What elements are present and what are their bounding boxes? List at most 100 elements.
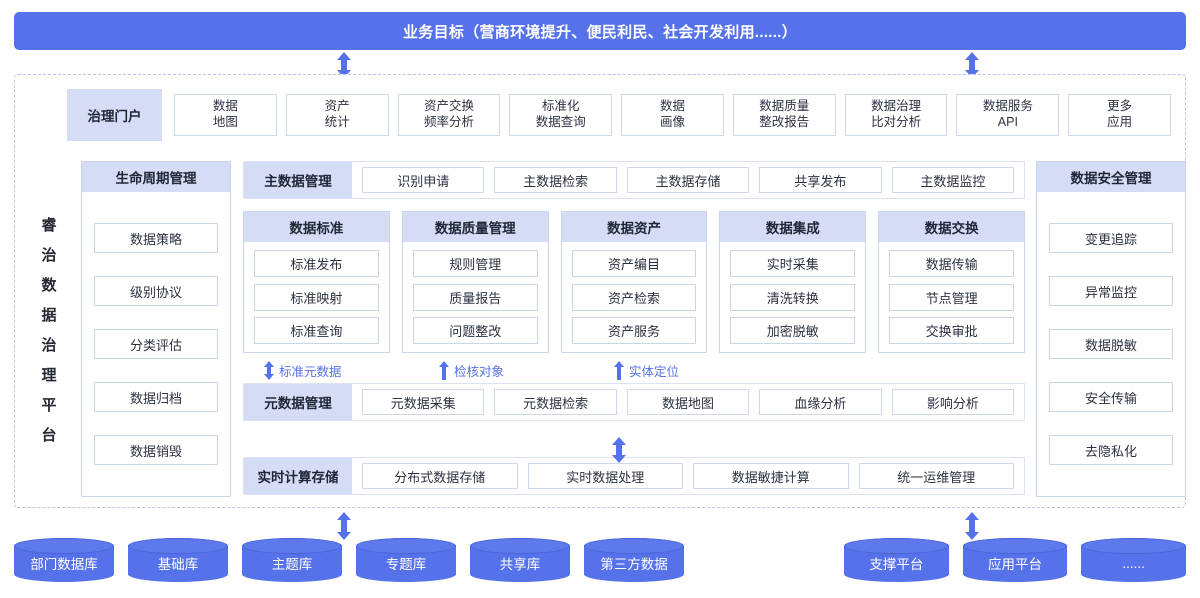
metadata-item[interactable]: 数据地图 [626, 389, 750, 415]
arrow-shaft [341, 520, 347, 532]
arrow-head-up-icon [965, 512, 979, 520]
master-data-item[interactable]: 主数据检索 [494, 167, 617, 193]
security-item[interactable]: 安全传输 [1049, 382, 1173, 412]
arrow-head-down-icon [965, 532, 979, 540]
domain-column-data-asset: 数据资产 资产编目 资产检索 资产服务 [560, 211, 708, 353]
domain-item[interactable]: 标准查询 [254, 316, 379, 344]
connector-arrow-metadata-compute [611, 437, 627, 463]
portal-app-item[interactable]: 数据服务 API [956, 94, 1060, 136]
master-data-item[interactable]: 主数据监控 [891, 167, 1015, 193]
metadata-relation-standard: 标准元数据 [263, 361, 342, 380]
master-data-item[interactable]: 共享发布 [759, 167, 882, 193]
domain-item[interactable]: 问题整改 [412, 316, 538, 344]
compute-item-list: 分布式数据存储 实时数据处理 数据敏捷计算 统一运维管理 [352, 458, 1024, 494]
domain-item[interactable]: 资产服务 [571, 316, 697, 344]
metadata-item[interactable]: 元数据采集 [362, 389, 485, 415]
master-data-item-list: 识别申请 主数据检索 主数据存储 共享发布 主数据监控 [352, 162, 1024, 198]
portal-app-item[interactable]: 资产 统计 [285, 94, 389, 136]
data-source-label: 第三方数据 [600, 557, 668, 572]
lifecycle-item[interactable]: 数据归档 [94, 382, 218, 412]
lifecycle-panel-title: 生命周期管理 [82, 162, 230, 192]
domain-item[interactable]: 规则管理 [412, 250, 538, 278]
security-item[interactable]: 变更追踪 [1049, 223, 1173, 253]
portal-app-item[interactable]: 更多 应用 [1068, 94, 1172, 136]
domain-item[interactable]: 标准发布 [254, 250, 379, 278]
domain-item[interactable]: 标准映射 [254, 283, 379, 311]
portal-label: 治理门户 [67, 89, 162, 141]
compute-item[interactable]: 分布式数据存储 [362, 463, 518, 489]
domain-item-list: 实时采集 清洗转换 加密脱敏 [720, 242, 865, 352]
domain-column-title: 数据交换 [879, 212, 1024, 242]
connector-arrow-bottom-left [336, 512, 352, 540]
metadata-management-row: 元数据管理 元数据采集 元数据检索 数据地图 血缘分析 影响分析 [243, 383, 1025, 421]
arrow-head-up-icon [612, 437, 626, 445]
database-cylinder-icon[interactable]: 部门数据库 [14, 538, 114, 582]
domain-column-group: 数据标准 标准发布 标准映射 标准查询 数据质量管理 规则管理 质量报告 问题整… [243, 211, 1025, 353]
domain-item[interactable]: 加密脱敏 [730, 316, 856, 344]
domain-item[interactable]: 资产编目 [571, 250, 697, 278]
portal-app-item[interactable]: 数据 画像 [621, 94, 724, 136]
metadata-item[interactable]: 血缘分析 [759, 389, 882, 415]
portal-app-item[interactable]: 标准化 数据查询 [509, 94, 613, 136]
domain-item[interactable]: 清洗转换 [730, 283, 856, 311]
compute-item[interactable]: 统一运维管理 [858, 463, 1014, 489]
lifecycle-item[interactable]: 数据销毁 [94, 435, 218, 465]
domain-column-title: 数据集成 [720, 212, 866, 242]
domain-column-data-standard: 数据标准 标准发布 标准映射 标准查询 [243, 211, 390, 353]
data-source-label: 支撑平台 [869, 557, 924, 572]
domain-item[interactable]: 节点管理 [889, 283, 1014, 311]
database-cylinder-icon[interactable]: 共享库 [470, 538, 570, 582]
portal-app-item[interactable]: 数据质量 整改报告 [732, 94, 836, 136]
arrow-up-down-icon [263, 361, 274, 380]
database-cylinder-icon[interactable]: 支撑平台 [844, 538, 949, 582]
database-cylinder-icon[interactable]: 专题库 [356, 538, 456, 582]
lifecycle-item[interactable]: 分类评估 [94, 329, 218, 359]
domain-item-list: 标准发布 标准映射 标准查询 [244, 242, 389, 352]
arrow-up-icon [613, 361, 624, 380]
data-security-management-panel: 数据安全管理 变更追踪 异常监控 数据脱敏 安全传输 去隐私化 [1036, 161, 1186, 497]
arrow-up-icon [438, 361, 449, 380]
lifecycle-item[interactable]: 级别协议 [94, 276, 218, 306]
compute-item[interactable]: 数据敏捷计算 [693, 463, 849, 489]
compute-label: 实时计算存储 [244, 458, 352, 494]
database-cylinder-icon[interactable]: 应用平台 [962, 538, 1068, 582]
lifecycle-item[interactable]: 数据策略 [94, 223, 218, 253]
data-source-label: 主题库 [271, 557, 313, 572]
domain-item[interactable]: 交换审批 [889, 316, 1014, 344]
master-data-item[interactable]: 主数据存储 [626, 167, 750, 193]
security-item[interactable]: 异常监控 [1049, 276, 1173, 306]
data-source-label: 应用平台 [988, 557, 1042, 572]
portal-app-item[interactable]: 数据 地图 [174, 94, 277, 136]
domain-column-data-quality: 数据质量管理 规则管理 质量报告 问题整改 [401, 211, 549, 353]
arrow-shaft [969, 520, 975, 532]
metadata-item[interactable]: 元数据检索 [494, 389, 617, 415]
lifecycle-item-list: 数据策略 级别协议 分类评估 数据归档 数据销毁 [82, 192, 230, 496]
domain-item[interactable]: 实时采集 [730, 250, 856, 278]
domain-column-data-exchange: 数据交换 数据传输 节点管理 交换审批 [878, 211, 1025, 353]
master-data-label: 主数据管理 [244, 162, 352, 198]
metadata-item[interactable]: 影响分析 [891, 389, 1015, 415]
security-item[interactable]: 数据脱敏 [1049, 329, 1173, 359]
database-cylinder-icon[interactable]: 主题库 [242, 538, 342, 582]
metadata-relation-entity: 实体定位 [613, 361, 679, 380]
data-source-label: 基础库 [157, 557, 199, 572]
domain-item[interactable]: 质量报告 [412, 283, 538, 311]
governance-platform-container: 治理门户 数据 地图 资产 统计 资产交换 频率分析 标准化 数据查询 数据 画… [14, 74, 1186, 508]
arrow-head-down-icon [612, 455, 626, 463]
domain-item[interactable]: 资产检索 [571, 283, 697, 311]
database-cylinder-icon[interactable]: ...... [1081, 538, 1187, 582]
portal-app-item[interactable]: 数据治理 比对分析 [844, 94, 948, 136]
database-cylinder-icon[interactable]: 第三方数据 [584, 538, 684, 582]
compute-item[interactable]: 实时数据处理 [527, 463, 683, 489]
master-data-item[interactable]: 识别申请 [362, 167, 485, 193]
metadata-relation-label: 检核对象 [454, 365, 505, 379]
database-cylinder-icon[interactable]: 基础库 [128, 538, 228, 582]
security-item[interactable]: 去隐私化 [1049, 435, 1173, 465]
domain-column-title: 数据标准 [244, 212, 389, 242]
arrow-shaft [616, 445, 622, 455]
domain-item[interactable]: 数据传输 [889, 250, 1014, 278]
portal-app-item[interactable]: 资产交换 频率分析 [397, 94, 501, 136]
domain-item-list: 规则管理 质量报告 问题整改 [403, 242, 548, 352]
arrow-head-down-icon [337, 532, 351, 540]
arrow-shaft [341, 60, 347, 70]
